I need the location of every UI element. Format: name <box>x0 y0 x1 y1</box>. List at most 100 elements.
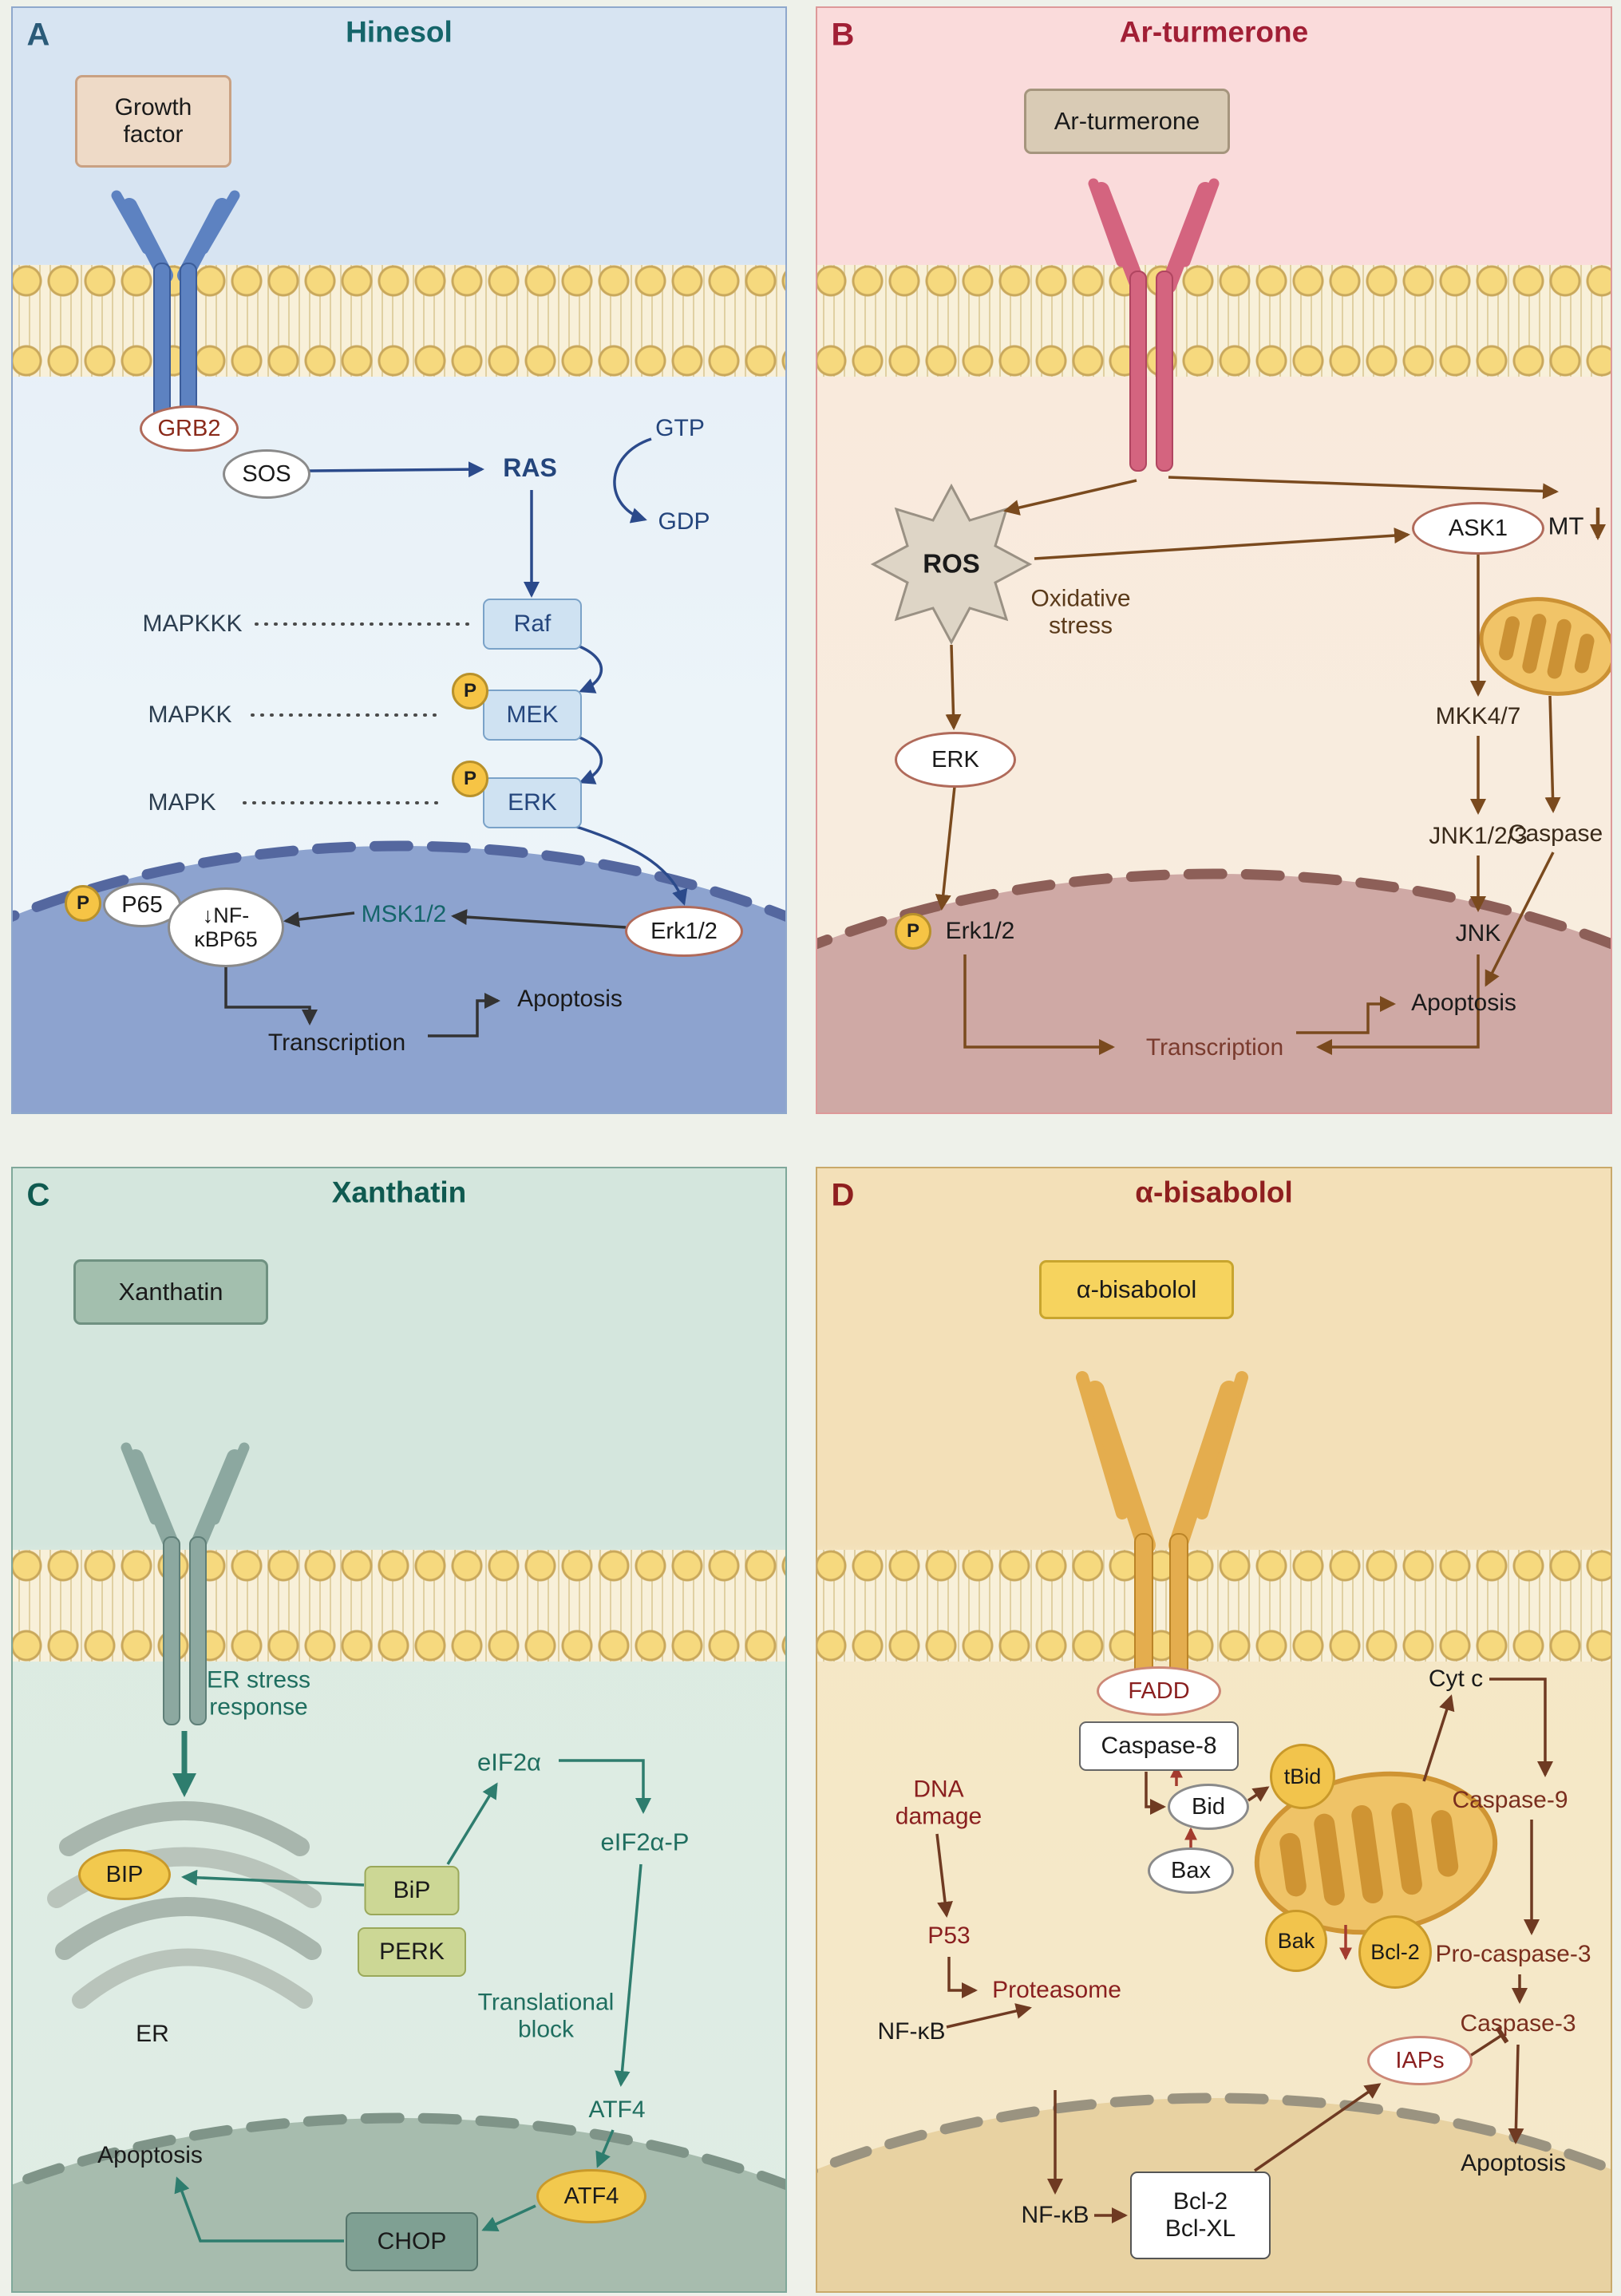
compound-label: α-bisabolol <box>1076 1274 1197 1303</box>
iaps-label: IAPs <box>1395 2047 1445 2073</box>
mt-label: MT <box>1548 512 1584 540</box>
procaspase3-label: Pro-caspase-3 <box>1435 1941 1591 1968</box>
bip-label: BiP <box>393 1877 431 1904</box>
growth-factor-text: Growth <box>114 94 192 121</box>
lipid-bilayer-icon <box>13 263 785 379</box>
antibody-receptor-icon <box>111 190 240 424</box>
ask1-node: ASK1 <box>1412 502 1544 555</box>
atf4-label: ATF4 <box>588 2096 646 2124</box>
sos-label: SOS <box>242 460 291 487</box>
nfkb-nuc-label: NF-κB <box>1021 2202 1089 2229</box>
caspase8-label: Caspase-8 <box>1101 1733 1217 1760</box>
panel-hinesol: A Hinesol Growth factor GRB2 SOS RAS GTP… <box>11 6 787 1114</box>
antibody-receptor-icon <box>1076 1371 1248 1686</box>
oxidative-stress-text: stress <box>1048 612 1113 638</box>
dna-damage-text: DNA <box>913 1776 964 1803</box>
bip-node: BiP <box>364 1866 460 1915</box>
panel-letter: C <box>26 1177 50 1213</box>
panel-alpha-bisabolol: D α-bisabolol α-bisabolol FADD Caspase-8… <box>816 1167 1612 2293</box>
panel-letter: D <box>831 1177 855 1213</box>
ask1-label: ASK1 <box>1448 515 1508 541</box>
pathway-arrows <box>309 437 688 906</box>
erk-node: ERK <box>895 732 1016 788</box>
p-label: P <box>76 891 89 914</box>
perk-label: PERK <box>379 1938 445 1966</box>
apoptosis-label: Apoptosis <box>1461 2150 1566 2177</box>
er-stress-text: ER stress <box>206 1666 311 1693</box>
antibody-receptor-icon <box>121 1442 250 1725</box>
compound-label: Ar-turmerone <box>1054 106 1200 135</box>
dna-damage-text: damage <box>895 1803 982 1829</box>
phosphate-p-badge: P <box>452 673 488 709</box>
compound-box: Xanthatin <box>73 1259 268 1325</box>
eif2a-p-label: eIF2α-P <box>600 1828 690 1856</box>
compound-box: Ar-turmerone <box>1024 89 1230 154</box>
panel-title: Hinesol <box>346 15 453 49</box>
iaps-node: IAPs <box>1367 2036 1473 2085</box>
atf4-oval-label: ATF4 <box>563 2183 619 2209</box>
nfkb-p65-node: ↓NF- κBP65 <box>168 887 284 967</box>
panel-title: α-bisabolol <box>1135 1176 1293 1209</box>
panel-ar-turmerone-graphics <box>817 178 1611 1112</box>
nfkb-label: ↓NF- <box>202 903 250 927</box>
jnk123-label: JNK1/2/3 <box>1429 823 1528 850</box>
apoptosis-label: Apoptosis <box>1411 990 1516 1017</box>
erk-label: ERK <box>931 746 979 773</box>
eif2a-label: eIF2α <box>477 1748 541 1776</box>
fadd-label: FADD <box>1128 1678 1190 1704</box>
nucleus-arrows <box>224 909 627 1037</box>
phosphate-p-badge: P <box>65 885 101 922</box>
pathway-arrows <box>935 476 1606 1055</box>
phosphate-p-badge: P <box>452 761 488 797</box>
p65-label: P65 <box>121 891 163 918</box>
bcl2-box-text: Bcl-XL <box>1164 2215 1236 2242</box>
erk12-label: Erk1/2 <box>650 918 718 944</box>
chop-label: CHOP <box>377 2228 447 2255</box>
p-label: P <box>463 767 476 789</box>
er-label: ER <box>136 2021 169 2048</box>
ros-burst-icon <box>870 483 1033 646</box>
atf4-node: ATF4 <box>536 2169 646 2223</box>
bcl2-node: Bcl-2 <box>1358 1915 1432 1989</box>
bcl2-bclxl-node: Bcl-2 Bcl-XL <box>1130 2172 1271 2259</box>
gtp-label: GTP <box>655 415 705 442</box>
sos-node: SOS <box>223 449 310 499</box>
erk-label: ERK <box>508 789 557 816</box>
er-stress-text: response <box>209 1693 308 1720</box>
lipid-bilayer-icon <box>13 1547 785 1664</box>
panel-ar-turmerone: B Ar-turmerone Ar-turmerone ROS Oxidativ… <box>816 6 1612 1114</box>
mek-node: MEK <box>483 690 582 741</box>
cytc-label: Cyt c <box>1428 1666 1484 1693</box>
transcription-label: Transcription <box>267 1029 406 1057</box>
raf-node: Raf <box>483 599 582 650</box>
mitochondria-icon <box>1254 1771 1498 1935</box>
gdp-label: GDP <box>658 508 710 535</box>
nucleus-icon <box>817 868 1611 1112</box>
endoplasmic-reticulum-icon <box>47 1801 322 2009</box>
proteasome-label: Proteasome <box>992 1977 1121 2004</box>
mitochondria-icon <box>1479 597 1611 696</box>
oxidative-stress-label: Oxidative stress <box>1030 585 1130 638</box>
mek-label: MEK <box>506 701 559 729</box>
perk-node: PERK <box>358 1927 466 1977</box>
panel-letter: B <box>831 17 855 53</box>
nucleus-icon <box>13 2112 785 2291</box>
antibody-receptor-icon <box>1088 178 1220 472</box>
bip-organelle-node: BIP <box>78 1849 171 1900</box>
bak-label: Bak <box>1277 1928 1315 1953</box>
translational-block-label: Translational block <box>478 1989 615 2042</box>
bax-node: Bax <box>1148 1847 1234 1894</box>
tbid-node: tBid <box>1270 1744 1335 1809</box>
mapk-label: MAPK <box>148 789 216 816</box>
erk-node: ERK <box>483 777 582 828</box>
msk12-label: MSK1/2 <box>361 901 447 928</box>
caspase9-label: Caspase-9 <box>1452 1787 1568 1814</box>
er-stress-label: ER stress response <box>207 1666 310 1720</box>
tbid-label: tBid <box>1283 1764 1322 1788</box>
bax-label: Bax <box>1171 1857 1211 1883</box>
phosphate-p-badge: P <box>895 913 931 950</box>
grb2-node: GRB2 <box>140 405 239 452</box>
pathway-arrows <box>172 1731 651 2243</box>
lipid-bilayer-icon <box>817 1547 1611 1664</box>
compound-label: Xanthatin <box>118 1277 223 1306</box>
